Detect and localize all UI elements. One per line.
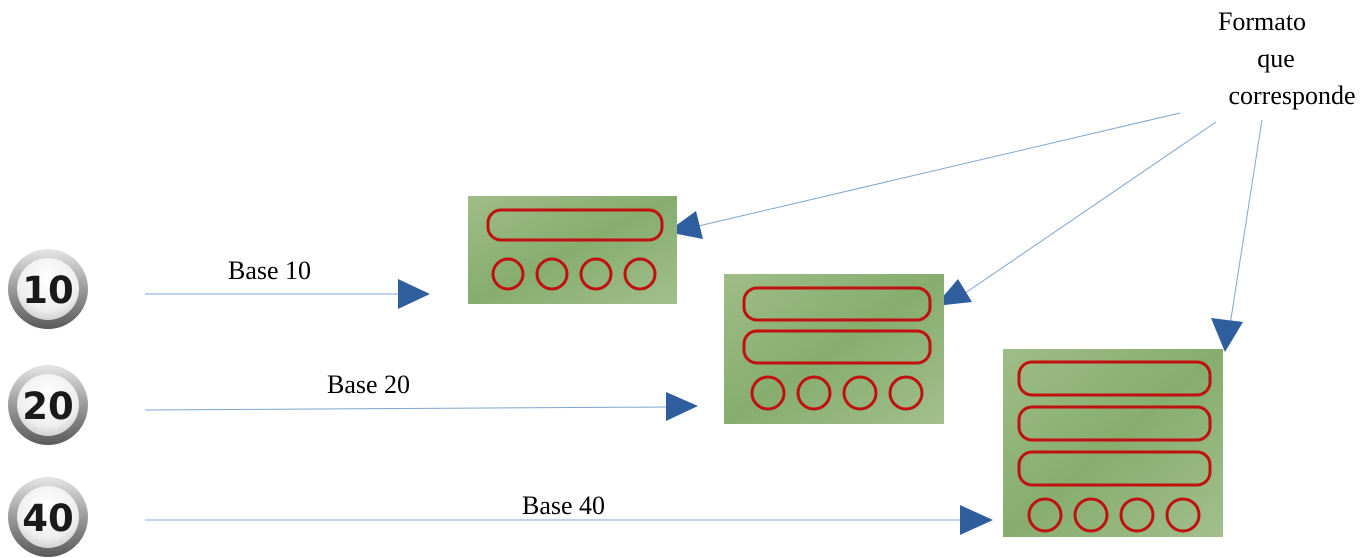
format-circle	[1165, 497, 1201, 533]
format-circle	[1027, 497, 1063, 533]
panel-background	[724, 274, 944, 424]
panel-background	[468, 196, 677, 304]
pointer-head-to-format-3	[1211, 318, 1243, 352]
badge-value: 10	[22, 269, 74, 312]
arrow-head	[666, 392, 698, 421]
format-circle	[1073, 497, 1109, 533]
format-circle	[842, 375, 878, 411]
arrow-head	[960, 505, 993, 535]
format-label: Formato que corresponde	[1218, 7, 1356, 110]
arrow-base-40: Base 40	[145, 491, 993, 535]
format-circle	[888, 375, 924, 411]
format-circle	[491, 257, 525, 291]
format-panel-base-10	[468, 196, 677, 304]
badge-face	[17, 374, 79, 436]
arrow-base-10: Base 10	[145, 256, 430, 309]
badge-face	[17, 486, 79, 548]
badge-face	[17, 258, 79, 320]
format-circle	[579, 257, 613, 291]
arrow-label: Base 20	[327, 370, 410, 399]
format-bar	[486, 208, 664, 242]
pointer-line-to-format-1	[689, 112, 1181, 229]
badge-20: 20	[8, 365, 88, 445]
badge-40: 40	[8, 477, 88, 557]
arrow-label: Base 10	[228, 256, 311, 285]
format-circle	[535, 257, 569, 291]
pointer-head-to-format-2	[935, 279, 972, 306]
format-circle	[623, 257, 657, 291]
format-circle	[1119, 497, 1155, 533]
format-label-line-1: Formato	[1218, 7, 1306, 36]
badge-value: 40	[22, 497, 74, 540]
format-bar	[1017, 405, 1212, 442]
format-label-line-2: que	[1257, 44, 1295, 73]
arrow-line	[144, 406, 669, 411]
format-circle	[750, 375, 786, 411]
panel-background	[1003, 349, 1223, 537]
pointer-line-to-format-3	[1229, 119, 1263, 326]
format-bar	[1017, 360, 1212, 397]
arrow-base-20: Base 20	[144, 370, 698, 421]
pointer-line-to-format-2	[954, 121, 1217, 301]
format-panel-base-40	[1003, 349, 1223, 537]
format-bar	[742, 329, 932, 365]
format-bar	[1017, 450, 1212, 487]
arrow-label: Base 40	[522, 491, 605, 520]
format-circle	[796, 375, 832, 411]
format-panel-base-20	[724, 274, 944, 424]
badge-10: 10	[8, 249, 88, 329]
format-bar	[742, 286, 932, 322]
format-label-line-3: corresponde	[1228, 81, 1355, 110]
badge-value: 20	[22, 385, 74, 428]
arrow-head	[398, 279, 430, 309]
